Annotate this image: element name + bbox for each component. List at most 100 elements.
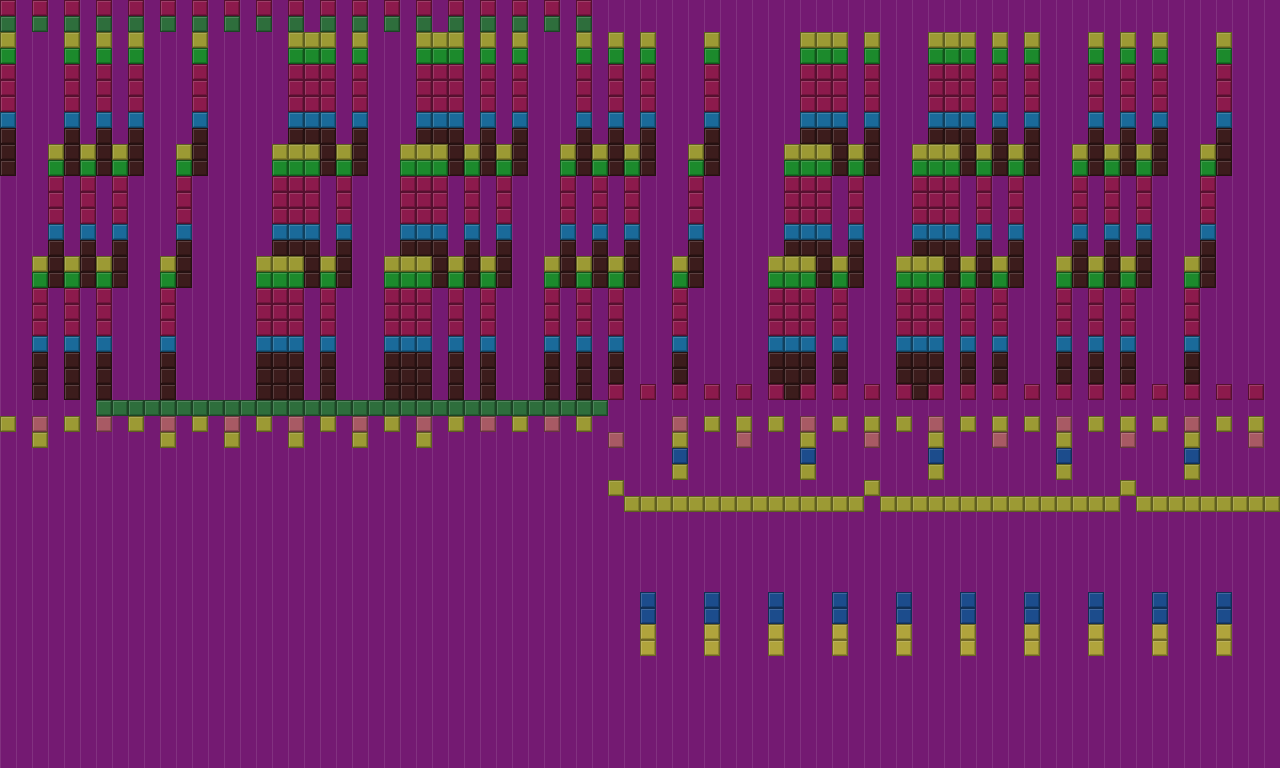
- dark-green-tile[interactable]: [256, 400, 272, 416]
- green-tile[interactable]: [1200, 160, 1216, 176]
- gold-tile[interactable]: [1216, 624, 1232, 640]
- dark-green-tile[interactable]: [336, 400, 352, 416]
- navy-tile[interactable]: [1088, 592, 1104, 608]
- crimson-tile[interactable]: [480, 320, 496, 336]
- khaki-tile[interactable]: [464, 144, 480, 160]
- crimson-tile[interactable]: [960, 288, 976, 304]
- khaki-tile[interactable]: [768, 256, 784, 272]
- khaki-tile[interactable]: [336, 144, 352, 160]
- teal-tile[interactable]: [480, 336, 496, 352]
- crimson-tile[interactable]: [1088, 384, 1104, 400]
- brown-tile[interactable]: [1200, 272, 1216, 288]
- crimson-tile[interactable]: [576, 288, 592, 304]
- khaki-tile[interactable]: [1136, 144, 1152, 160]
- brown-tile[interactable]: [1200, 240, 1216, 256]
- dark-green-tile[interactable]: [352, 16, 368, 32]
- gold-tile[interactable]: [1024, 640, 1040, 656]
- brown-tile[interactable]: [64, 368, 80, 384]
- khaki-tile[interactable]: [992, 32, 1008, 48]
- crimson-tile[interactable]: [0, 80, 16, 96]
- khaki-tile[interactable]: [256, 416, 272, 432]
- crimson-tile[interactable]: [432, 208, 448, 224]
- crimson-tile[interactable]: [64, 64, 80, 80]
- brown-tile[interactable]: [944, 240, 960, 256]
- brown-tile[interactable]: [288, 352, 304, 368]
- brown-tile[interactable]: [192, 160, 208, 176]
- khaki-tile[interactable]: [288, 432, 304, 448]
- crimson-tile[interactable]: [80, 192, 96, 208]
- brown-tile[interactable]: [304, 128, 320, 144]
- crimson-tile[interactable]: [480, 0, 496, 16]
- brown-tile[interactable]: [848, 256, 864, 272]
- teal-tile[interactable]: [48, 224, 64, 240]
- khaki-tile[interactable]: [944, 496, 960, 512]
- khaki-tile[interactable]: [512, 32, 528, 48]
- crimson-tile[interactable]: [192, 0, 208, 16]
- green-tile[interactable]: [1184, 272, 1200, 288]
- crimson-tile[interactable]: [832, 288, 848, 304]
- crimson-tile[interactable]: [64, 288, 80, 304]
- crimson-tile[interactable]: [176, 176, 192, 192]
- brown-tile[interactable]: [704, 160, 720, 176]
- teal-tile[interactable]: [96, 336, 112, 352]
- crimson-tile[interactable]: [96, 304, 112, 320]
- khaki-tile[interactable]: [416, 432, 432, 448]
- khaki-tile[interactable]: [224, 432, 240, 448]
- teal-tile[interactable]: [560, 224, 576, 240]
- crimson-tile[interactable]: [784, 304, 800, 320]
- khaki-tile[interactable]: [48, 144, 64, 160]
- crimson-tile[interactable]: [304, 176, 320, 192]
- gold-tile[interactable]: [1088, 624, 1104, 640]
- navy-tile[interactable]: [1152, 608, 1168, 624]
- teal-tile[interactable]: [912, 224, 928, 240]
- crimson-tile[interactable]: [592, 208, 608, 224]
- teal-tile[interactable]: [320, 112, 336, 128]
- khaki-tile[interactable]: [816, 496, 832, 512]
- teal-tile[interactable]: [288, 336, 304, 352]
- khaki-tile[interactable]: [0, 416, 16, 432]
- crimson-tile[interactable]: [400, 208, 416, 224]
- dark-green-tile[interactable]: [448, 16, 464, 32]
- crimson-tile[interactable]: [768, 304, 784, 320]
- brown-tile[interactable]: [1072, 240, 1088, 256]
- crimson-tile[interactable]: [1024, 80, 1040, 96]
- khaki-tile[interactable]: [496, 144, 512, 160]
- dark-green-tile[interactable]: [128, 16, 144, 32]
- khaki-tile[interactable]: [864, 480, 880, 496]
- green-tile[interactable]: [352, 48, 368, 64]
- crimson-tile[interactable]: [96, 288, 112, 304]
- brown-tile[interactable]: [832, 128, 848, 144]
- brown-tile[interactable]: [96, 384, 112, 400]
- green-tile[interactable]: [1024, 48, 1040, 64]
- khaki-tile[interactable]: [688, 144, 704, 160]
- green-tile[interactable]: [480, 272, 496, 288]
- crimson-tile[interactable]: [272, 192, 288, 208]
- teal-tile[interactable]: [1008, 224, 1024, 240]
- navy-tile[interactable]: [704, 608, 720, 624]
- khaki-tile[interactable]: [64, 416, 80, 432]
- brown-tile[interactable]: [32, 352, 48, 368]
- brown-tile[interactable]: [160, 352, 176, 368]
- brown-tile[interactable]: [1184, 352, 1200, 368]
- green-tile[interactable]: [400, 160, 416, 176]
- khaki-tile[interactable]: [672, 432, 688, 448]
- khaki-tile[interactable]: [800, 432, 816, 448]
- crimson-tile[interactable]: [1120, 320, 1136, 336]
- brown-tile[interactable]: [0, 144, 16, 160]
- crimson-tile[interactable]: [800, 96, 816, 112]
- teal-tile[interactable]: [1088, 112, 1104, 128]
- teal-tile[interactable]: [384, 336, 400, 352]
- brown-tile[interactable]: [592, 272, 608, 288]
- brown-tile[interactable]: [64, 128, 80, 144]
- green-tile[interactable]: [928, 160, 944, 176]
- crimson-tile[interactable]: [640, 96, 656, 112]
- brown-tile[interactable]: [512, 144, 528, 160]
- green-tile[interactable]: [1008, 160, 1024, 176]
- khaki-tile[interactable]: [896, 416, 912, 432]
- khaki-tile[interactable]: [1152, 32, 1168, 48]
- khaki-tile[interactable]: [896, 496, 912, 512]
- crimson-tile[interactable]: [912, 192, 928, 208]
- navy-tile[interactable]: [1216, 608, 1232, 624]
- gold-tile[interactable]: [832, 624, 848, 640]
- crimson-tile[interactable]: [256, 320, 272, 336]
